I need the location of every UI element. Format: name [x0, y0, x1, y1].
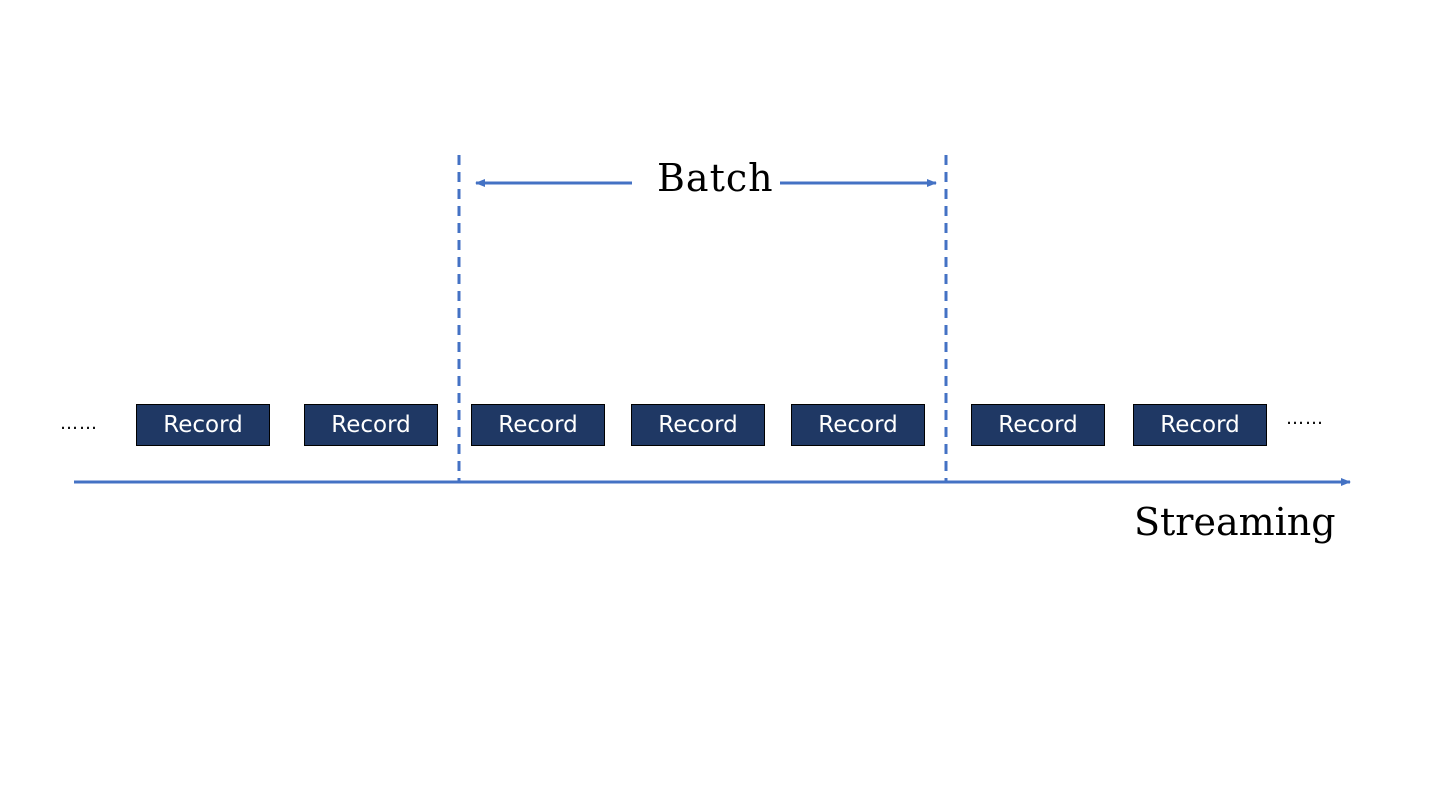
- batch-label: Batch: [657, 156, 774, 200]
- record-block: Record: [631, 404, 765, 446]
- record-block: Record: [791, 404, 925, 446]
- ellipsis-left: ……: [60, 413, 98, 434]
- record-block: Record: [1133, 404, 1267, 446]
- streaming-label: Streaming: [1134, 500, 1336, 544]
- record-block: Record: [971, 404, 1105, 446]
- record-block: Record: [136, 404, 270, 446]
- ellipsis-right: ……: [1286, 408, 1324, 429]
- record-block: Record: [471, 404, 605, 446]
- record-block: Record: [304, 404, 438, 446]
